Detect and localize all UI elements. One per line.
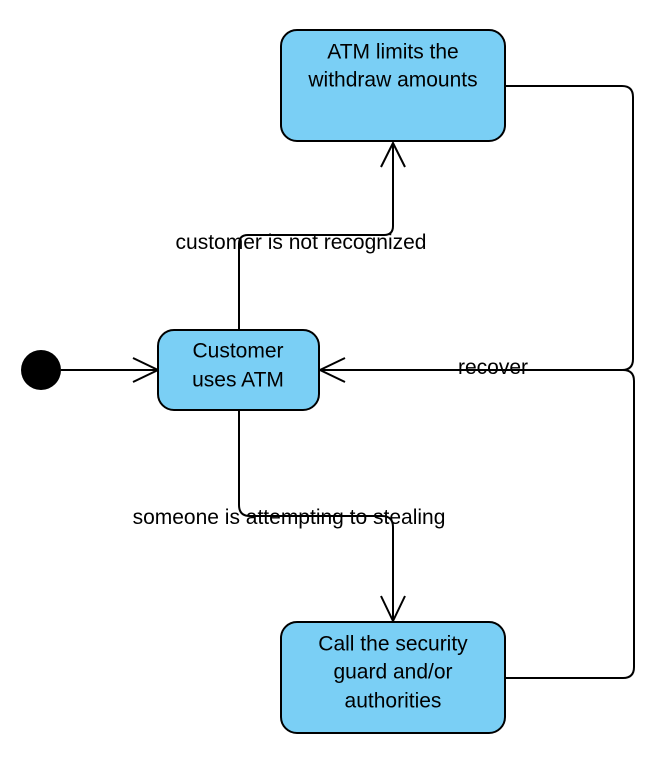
state-customer-line2: uses ATM xyxy=(192,369,284,392)
state-call-security-line2: guard and/or xyxy=(333,661,452,684)
state-atm-limits-line2: withdraw amounts xyxy=(307,69,477,92)
initial-state-node xyxy=(21,350,61,390)
state-atm-limits-box xyxy=(280,29,506,142)
state-call-security-line3: authorities xyxy=(345,690,442,713)
state-call-security-line1: Call the security xyxy=(318,633,468,656)
state-call-security: Call the security guard and/or authoriti… xyxy=(280,621,506,734)
state-call-security-box xyxy=(280,621,506,734)
transition-label-stealing: someone is attempting to stealing xyxy=(133,506,446,529)
transition-label-recover: recover xyxy=(458,356,528,379)
state-atm-limits: ATM limits the withdraw amounts xyxy=(280,29,506,142)
state-customer-line1: Customer xyxy=(192,340,283,363)
state-customer-uses-atm: Customer uses ATM xyxy=(157,329,320,411)
state-customer-box xyxy=(157,329,320,411)
arrowhead-icon xyxy=(380,140,406,168)
state-atm-limits-line1: ATM limits the xyxy=(327,41,458,64)
transition-label-not-recognized: customer is not recognized xyxy=(176,231,427,254)
initial-transition xyxy=(61,357,161,383)
not-recognized-transition xyxy=(238,140,406,330)
